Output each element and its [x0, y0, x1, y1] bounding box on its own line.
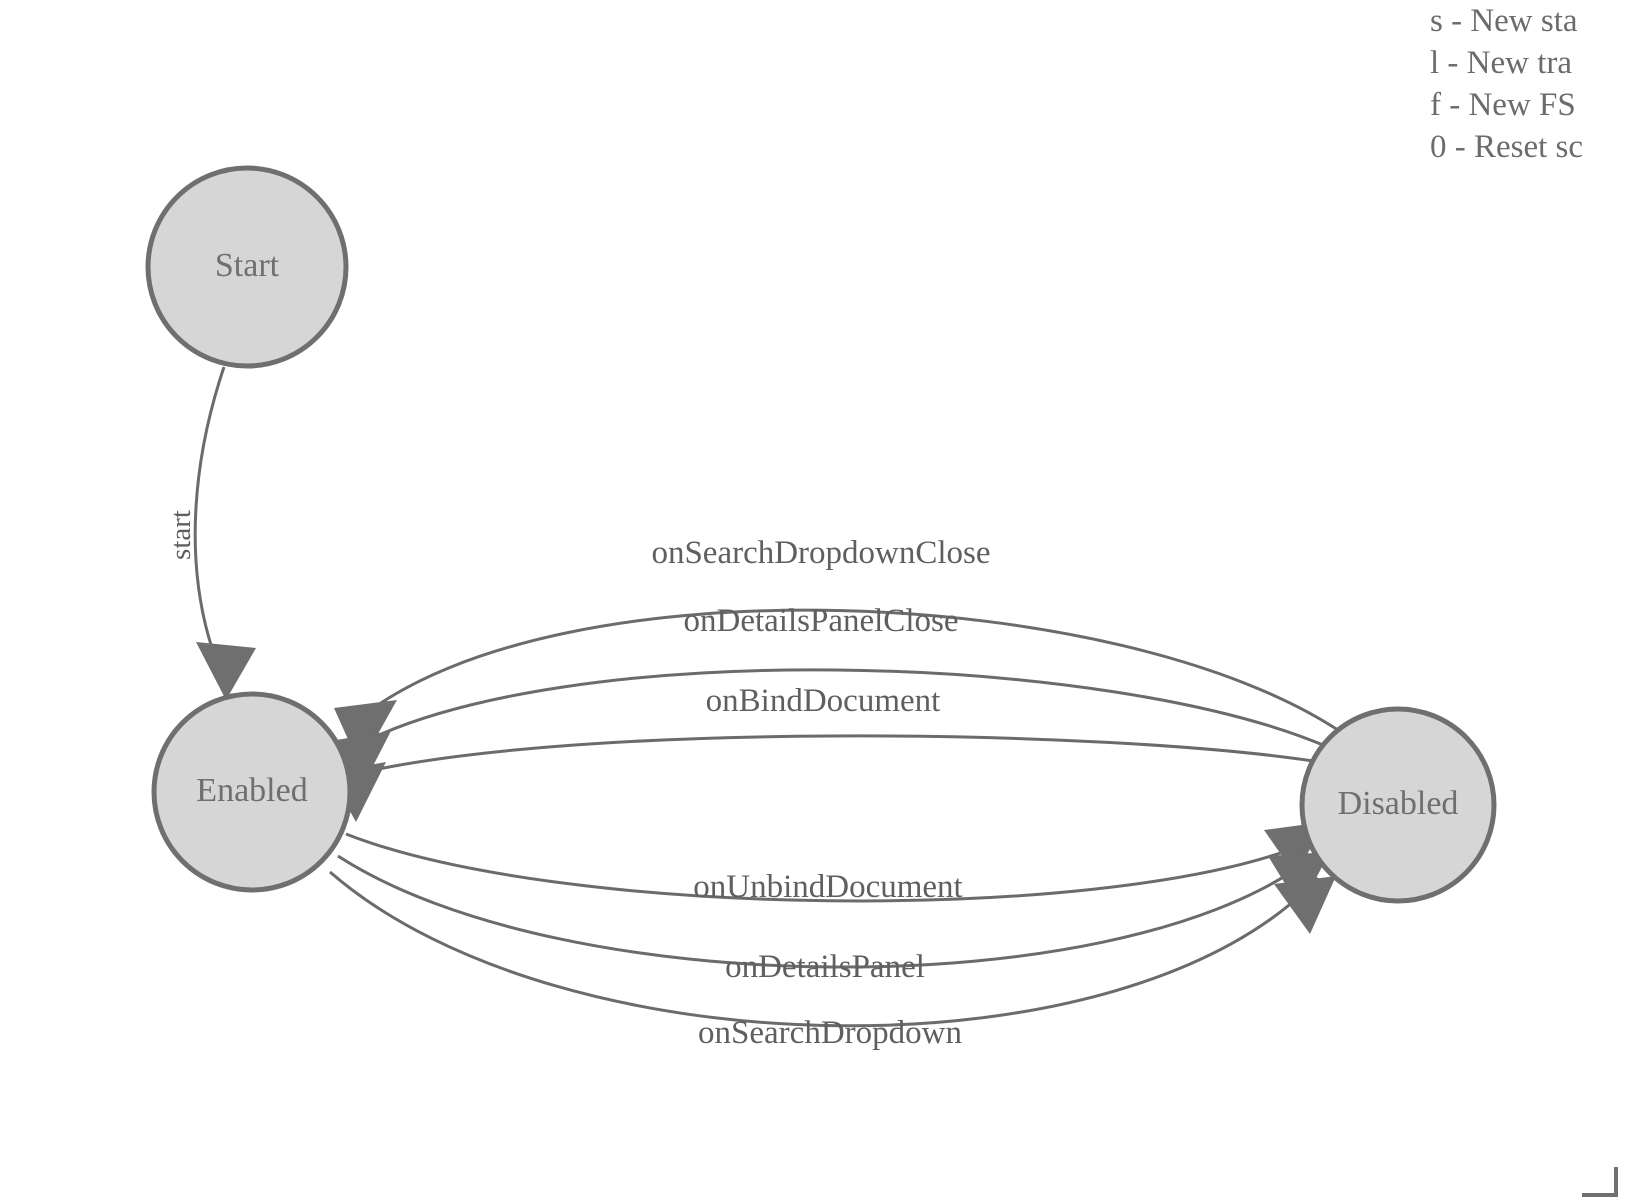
state-label-enabled: Enabled [196, 772, 307, 809]
state-circle-disabled[interactable] [1299, 706, 1497, 904]
state-node-enabled[interactable]: Enabled [151, 691, 353, 893]
corner-vertical-line [1614, 1167, 1618, 1197]
edge-label-layer: start onSearchDropdownClose onDetailsPan… [165, 510, 991, 1051]
arrowhead-on-details-panel [1268, 852, 1330, 908]
transition-on-details-panel-close[interactable] [330, 668, 1331, 795]
edge-label-on-details-panel[interactable]: onDetailsPanel [725, 949, 925, 985]
edge-path-start[interactable] [193, 366, 226, 661]
edge-path-on-unbind-document[interactable] [345, 832, 1301, 903]
state-node-disabled[interactable]: Disabled [1299, 706, 1497, 904]
node-layer: Start Enabled Disabled [145, 165, 1497, 904]
edge-path-on-details-panel[interactable] [337, 854, 1307, 969]
edge-label-on-search-dropdown[interactable]: onSearchDropdown [698, 1015, 962, 1051]
edge-path-on-bind-document[interactable] [347, 734, 1321, 778]
edge-path-on-search-dropdown[interactable] [329, 870, 1320, 1028]
edge-label-start[interactable]: start [165, 510, 197, 560]
state-circle-enabled[interactable] [151, 691, 353, 893]
state-label-disabled: Disabled [1338, 785, 1459, 822]
transition-on-bind-document[interactable] [328, 734, 1321, 822]
arrowhead-on-search-dropdown-close [334, 700, 397, 766]
arrowhead-on-search-dropdown [1274, 876, 1336, 934]
transition-on-search-dropdown-close[interactable] [334, 608, 1342, 766]
edge-label-on-search-dropdown-close[interactable]: onSearchDropdownClose [651, 535, 990, 571]
transition-on-search-dropdown[interactable] [329, 870, 1336, 1028]
edge-label-on-bind-document[interactable]: onBindDocument [706, 683, 941, 719]
arrowhead-on-details-panel-close [330, 731, 391, 795]
transition-start[interactable] [193, 366, 256, 700]
edge-label-on-details-panel-close[interactable]: onDetailsPanelClose [684, 603, 959, 639]
edge-path-on-details-panel-close[interactable] [351, 668, 1331, 750]
corner-horizontal-line [1582, 1193, 1618, 1197]
state-node-start[interactable]: Start [145, 165, 349, 369]
edge-label-on-unbind-document[interactable]: onUnbindDocument [693, 869, 962, 905]
edge-path-on-search-dropdown-close[interactable] [359, 608, 1342, 734]
resize-corner-handle[interactable] [1582, 1167, 1618, 1197]
state-circle-start[interactable] [145, 165, 349, 369]
arrowhead-start [196, 642, 256, 700]
edge-layer [193, 366, 1342, 1028]
transition-on-details-panel[interactable] [337, 852, 1330, 969]
state-label-start: Start [215, 247, 280, 284]
